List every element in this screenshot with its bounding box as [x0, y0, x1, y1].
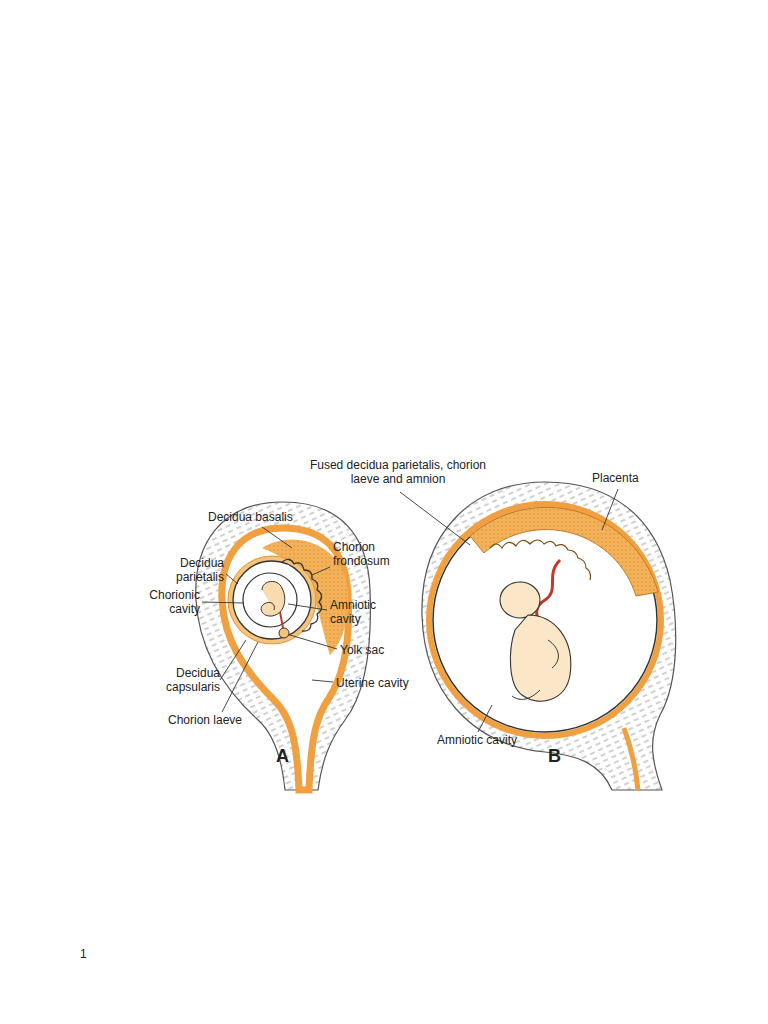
part-label: Fused decidua parietalis, chorion laeve …	[308, 458, 488, 487]
leader-lines	[202, 489, 618, 732]
panel-letter: A	[276, 746, 289, 768]
part-label: Chorionic cavity	[126, 588, 200, 617]
part-label: Chorion laeve	[168, 713, 242, 727]
panel-letter: B	[548, 746, 561, 768]
page-number: 1	[80, 947, 87, 961]
part-label: Chorion frondosum	[333, 540, 408, 569]
part-label: Decidua basalis	[208, 510, 293, 524]
part-label: Decidua parietalis	[148, 556, 224, 585]
part-label: Amniotic cavity	[437, 733, 517, 747]
part-label: Yolk sac	[340, 643, 384, 657]
uterus-b	[422, 482, 676, 790]
part-label: Decidua capsularis	[144, 666, 220, 695]
part-label: Amniotic cavity	[330, 598, 402, 627]
part-label: Uterine cavity	[336, 676, 409, 690]
part-label: Placenta	[592, 471, 639, 485]
